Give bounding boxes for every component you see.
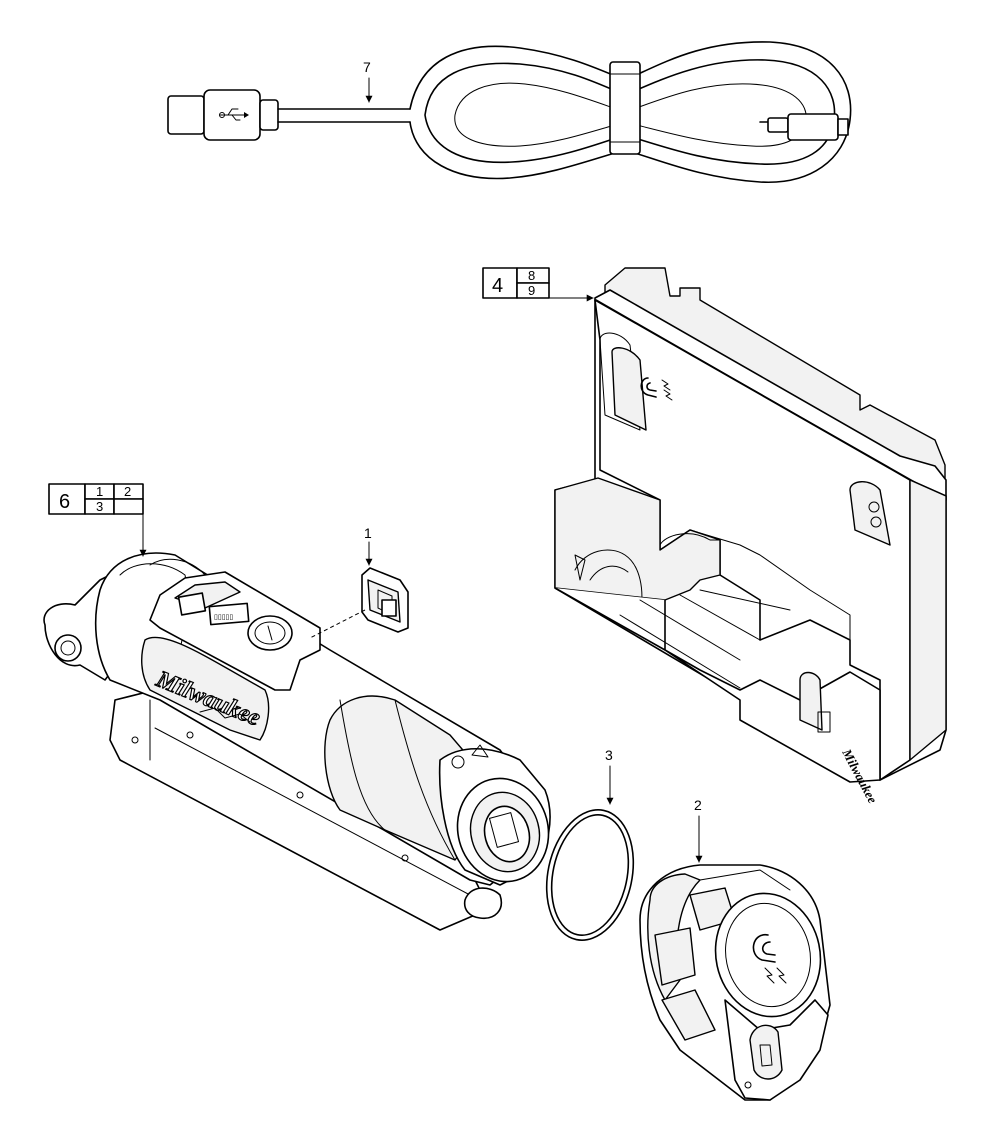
flashlight-body: ▯▯▯▯▯ Milwaukee 6: [43, 483, 551, 931]
mode-button-text: ▯▯▯▯▯: [214, 614, 233, 621]
callout-3-label: 3: [605, 747, 613, 763]
usb-cable: 7: [167, 41, 852, 183]
kit-6-top-left-number: 1: [96, 484, 103, 499]
kit-4-main-number: 4: [492, 275, 503, 297]
callout-1-label: 1: [364, 525, 372, 541]
kit-6-top-right-number: 2: [124, 484, 131, 499]
magnetic-mount-base: Milwaukee 4 8 9: [482, 267, 947, 806]
kit-4-callout: 4 8 9: [482, 267, 594, 302]
usb-symbol-icon: [219, 108, 249, 121]
kit-6-bottom-left-number: 3: [96, 499, 103, 514]
usb-port-cover: 1: [309, 525, 409, 639]
power-button: [247, 615, 293, 651]
kit-6-callout: 6 1 2 3: [48, 483, 147, 557]
o-ring: 3: [545, 747, 635, 941]
kit-4-top-number: 8: [528, 268, 535, 283]
magnet-icon: [640, 377, 673, 401]
callout-2-label: 2: [694, 797, 702, 813]
head-magnet-icon: [752, 934, 787, 984]
kit-6-main-number: 6: [59, 491, 70, 513]
kit-4-bottom-number: 9: [528, 283, 535, 298]
magnetic-head-cap: 2: [639, 797, 831, 1101]
callout-7-label: 7: [363, 59, 371, 75]
